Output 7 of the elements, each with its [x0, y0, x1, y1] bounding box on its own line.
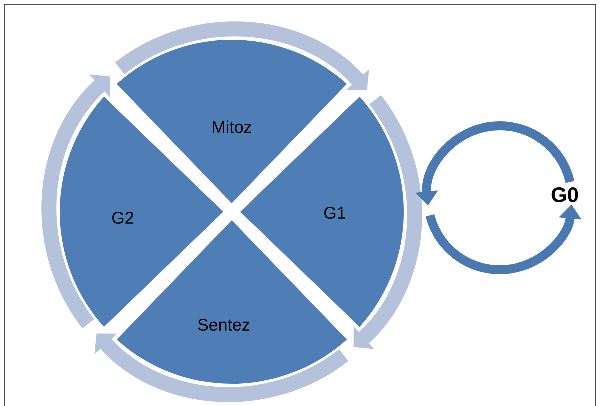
cycle-arrow [94, 334, 348, 402]
phase-label: G0 [552, 188, 578, 202]
node-label: G1 [324, 206, 346, 220]
phase-sector: Mitoz [116, 40, 348, 204]
cycle-arrow [116, 22, 370, 90]
cycle-arrow [354, 96, 422, 350]
cycle-arrow [42, 74, 110, 328]
